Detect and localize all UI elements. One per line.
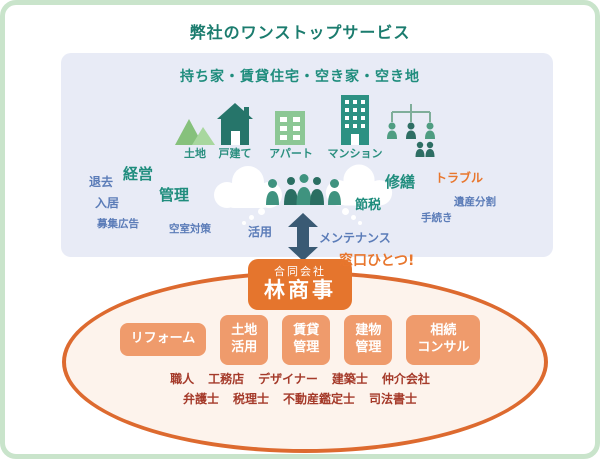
- thought-dot: [258, 208, 265, 215]
- partner: デザイナー: [258, 372, 318, 386]
- page-title: 弊社のワンストップサービス: [189, 23, 411, 42]
- keyword-isan: 遺産分割: [454, 196, 496, 208]
- keyword-boshukoku: 募集広告: [97, 218, 139, 230]
- one-window-label: 窓口ひとつ!: [339, 253, 415, 269]
- partner: 建築士: [331, 372, 368, 386]
- label-mansion: マンション: [327, 147, 383, 160]
- person-right-icon: [328, 179, 341, 205]
- label-land: 土地: [184, 147, 206, 160]
- partner: 不動産鑑定士: [283, 392, 356, 406]
- partner: 職人: [170, 372, 195, 386]
- person-left-icon: [266, 179, 279, 205]
- service-building-mgmt: 建物 管理: [344, 315, 393, 365]
- keyword-katsuyo: 活用: [248, 225, 273, 239]
- keyword-shuzen: 修繕: [385, 173, 416, 191]
- keyword-nyukyo: 入居: [95, 196, 120, 210]
- service-land-use: 土地 活用: [220, 315, 269, 365]
- company-type: 合同会社: [274, 265, 326, 278]
- company-name: 林商事: [264, 278, 336, 303]
- panel-heading: 持ち家・賃貸住宅・空き家・空き地: [180, 69, 420, 85]
- double-arrow-icon: [288, 213, 318, 261]
- thought-dot: [358, 221, 362, 225]
- partners-line2: 弁護士税理士不動産鑑定士司法書士: [5, 393, 595, 405]
- keyword-keiei: 経営: [123, 165, 154, 183]
- keyword-tetsuzuki: 手続き: [421, 212, 453, 224]
- service-reform: リフォーム: [119, 323, 207, 357]
- keyword-kushitsu: 空室対策: [169, 223, 211, 235]
- family-tree-icon: [387, 104, 435, 157]
- partner: 税理士: [232, 392, 269, 406]
- mansion-icon: [341, 95, 369, 145]
- house-icon: [217, 103, 253, 145]
- partner: 弁護士: [182, 392, 219, 406]
- partner: 工務店: [208, 372, 245, 386]
- thought-dot: [342, 208, 349, 215]
- thought-dot: [242, 221, 246, 225]
- partner: 司法書士: [369, 392, 418, 406]
- partner: 仲介会社: [381, 372, 430, 386]
- thought-cloud-right-icon: [325, 164, 393, 206]
- label-detached-house: 戸建て: [218, 147, 252, 160]
- keyword-setsuzei: 節税: [355, 198, 382, 213]
- service-rental-mgmt: 賃貸 管理: [282, 315, 331, 365]
- keyword-maintenance: メンテナンス: [319, 231, 391, 245]
- land-icon: [175, 119, 215, 145]
- partners-line1: 職人工務店デザイナー建築士仲介会社: [5, 373, 595, 385]
- people-group-icon: [284, 174, 324, 205]
- thought-dot: [249, 215, 254, 220]
- company-badge: 合同会社 林商事: [248, 259, 352, 311]
- keyword-kanri: 管理: [159, 186, 190, 204]
- label-apartment: アパート: [269, 147, 313, 160]
- keyword-trouble: トラブル: [435, 171, 484, 185]
- services-row: リフォーム 土地 活用 賃貸 管理 建物 管理 相続 コンサル: [5, 315, 595, 365]
- thought-dot: [351, 215, 356, 220]
- keyword-taikyo: 退去: [89, 175, 114, 189]
- service-inheritance: 相続 コンサル: [406, 315, 481, 365]
- apartment-icon: [275, 111, 305, 145]
